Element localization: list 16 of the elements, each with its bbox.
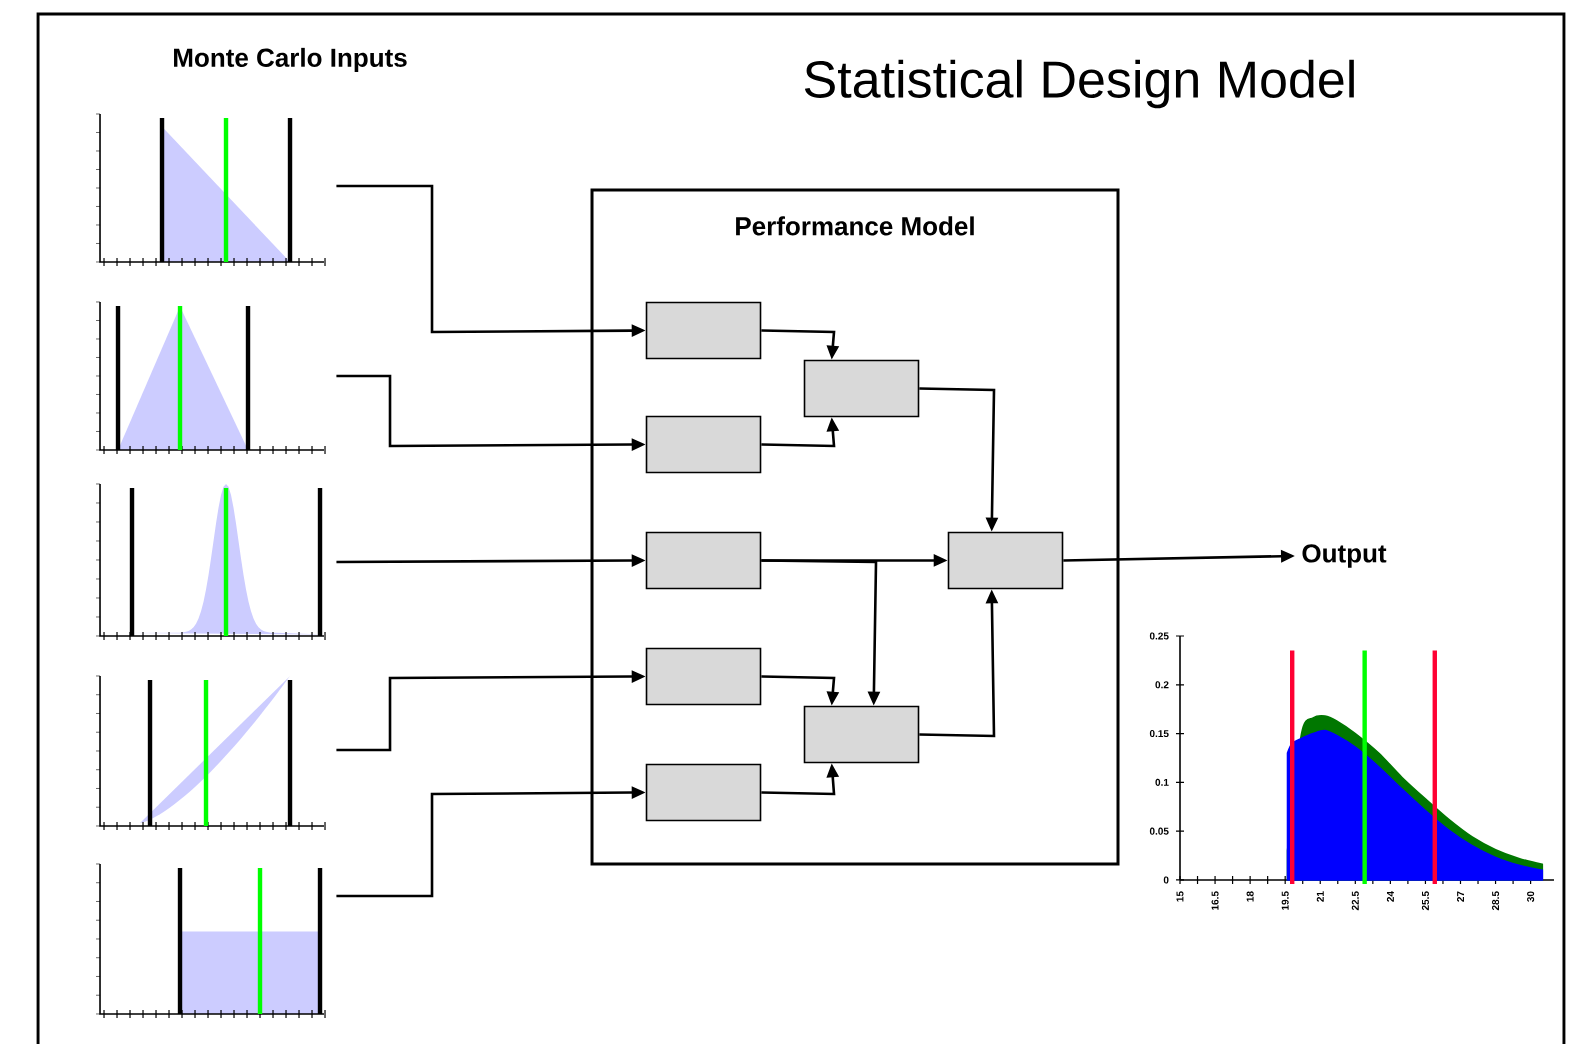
block-box <box>947 531 1064 590</box>
distribution-chart-drawing <box>95 863 326 1019</box>
title: Statistical Design Model <box>804 59 1354 109</box>
block-box <box>803 705 920 764</box>
block-box <box>645 647 762 706</box>
block-box <box>645 301 762 360</box>
distribution-chart-drawing <box>95 675 326 831</box>
output-heading: Output <box>1302 544 1387 568</box>
block-box <box>645 415 762 474</box>
section-heading: Monte Carlo Inputs <box>174 47 407 73</box>
block-box <box>645 763 762 822</box>
block-box <box>803 359 920 418</box>
distribution-chart-drawing <box>95 483 326 641</box>
distribution-chart-drawing <box>95 301 326 455</box>
block-box <box>645 531 762 590</box>
distribution-chart-drawing <box>95 113 326 267</box>
